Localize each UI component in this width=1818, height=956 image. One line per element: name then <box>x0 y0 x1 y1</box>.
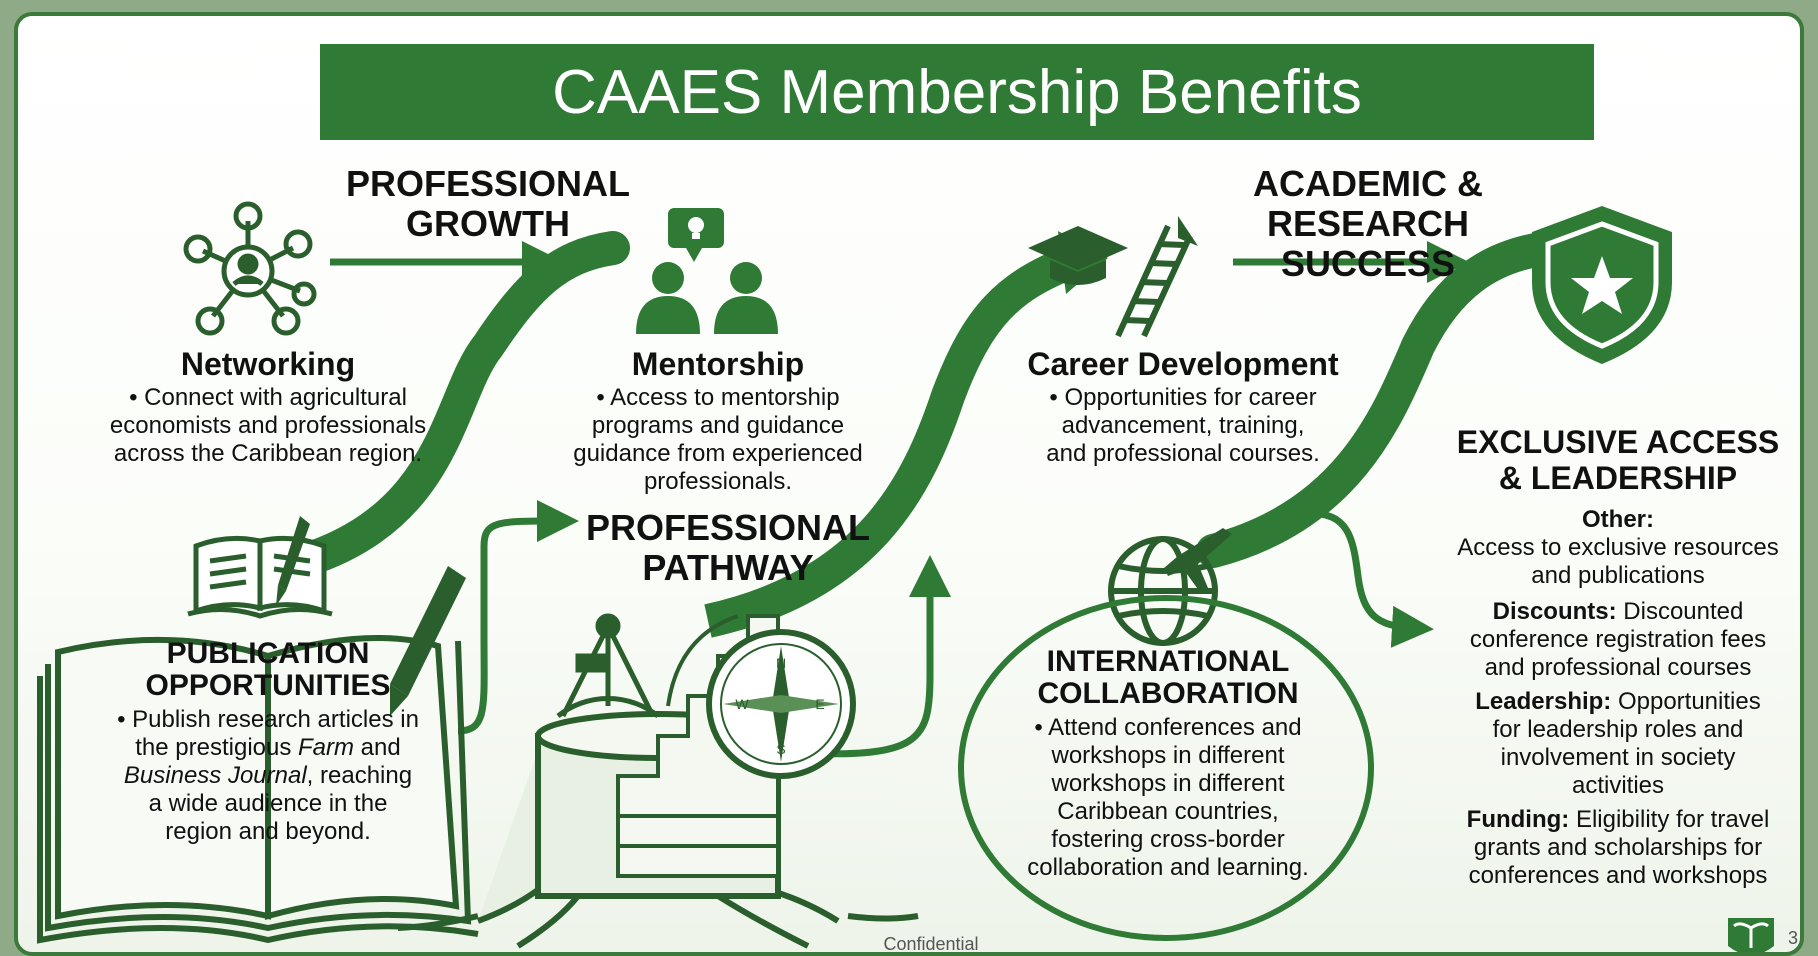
publication-text: • Publish research articles in the prest… <box>78 706 458 846</box>
publication-line-4: a wide audience in the <box>148 790 388 817</box>
slide-title: CAAES Membership Benefits <box>552 57 1362 127</box>
publication-line-1: • Publish research articles in <box>117 706 419 733</box>
section-professional-pathway: PROFESSIONAL PATHWAY <box>585 507 871 588</box>
publication-line-5: region and beyond. <box>165 818 371 845</box>
open-journal-icon <box>187 535 333 619</box>
journal-name-business: Business Journal <box>123 762 307 789</box>
funding-label: Funding: <box>1466 806 1570 833</box>
journal-name-farm: Farm <box>298 734 355 761</box>
funding-text: Eligibility for travel grants and schola… <box>1468 806 1770 889</box>
slide: N E S W CAAES Membership Benefits PROFES… <box>14 12 1804 956</box>
mentorship-heading: Mentorship <box>631 346 805 382</box>
arrow-globe-exclusive <box>1307 509 1434 648</box>
leadership-item: Leadership: Opportunities for leadership… <box>1428 688 1800 800</box>
leadership-label: Leadership: <box>1475 688 1612 715</box>
publication-line-3: Business Journal, reaching <box>78 762 458 790</box>
publication-line-3-post: , reaching <box>306 762 413 789</box>
access-swoosh <box>1196 231 1565 568</box>
career-heading: Career Development <box>1027 346 1339 382</box>
shield-star-icon <box>1532 206 1672 364</box>
exclusive-benefits: Other: Access to exclusive resources and… <box>1428 506 1800 890</box>
pen-icon <box>276 516 310 606</box>
compass-e: E <box>815 696 824 712</box>
compass-s: S <box>776 741 785 757</box>
publication-line-2: the prestigious Farm and <box>78 734 458 762</box>
discounts-text: Discounted conference registration fees … <box>1469 598 1767 681</box>
leadership-text: Opportunities for leadership roles and i… <box>1492 688 1761 799</box>
palm-logo-icon <box>1728 918 1774 952</box>
arrow-book-pathway <box>457 500 579 735</box>
graduation-ladder-icon <box>1028 216 1198 338</box>
international-text: • Attend conferences and workshops in di… <box>1027 714 1309 881</box>
funding-item: Funding: Eligibility for travel grants a… <box>1428 806 1800 890</box>
compass-icon <box>706 629 856 779</box>
mentorship-icon <box>636 208 778 334</box>
section-academic-research: ACADEMIC & RESEARCH SUCCESS <box>1253 163 1483 284</box>
compass-n: N <box>776 655 786 671</box>
big-book-illustration <box>37 635 479 944</box>
compass-w: W <box>735 696 749 712</box>
international-heading: INTERNATIONAL COLLABORATION <box>1037 645 1299 710</box>
publication-line-2-pre: the prestigious <box>135 734 299 761</box>
plane-icon <box>1164 528 1232 592</box>
career-text: • Opportunities for career advancement, … <box>1046 384 1320 467</box>
page-number: 3 <box>1788 928 1799 948</box>
collaboration-circle <box>958 595 1374 941</box>
network-icon <box>183 201 317 336</box>
sextant-icon <box>556 613 660 718</box>
mentorship-text: • Access to mentorship programs and guid… <box>573 384 863 495</box>
section-exclusive-access: EXCLUSIVE ACCESS & LEADERSHIP <box>1456 424 1780 496</box>
other-text: Access to exclusive resources and public… <box>1457 534 1779 589</box>
other-label: Other: <box>1582 506 1654 533</box>
discounts-item: Discounts: Discounted conference registr… <box>1428 598 1800 682</box>
discounts-label: Discounts: <box>1492 598 1617 625</box>
publication-line-2-post: and <box>354 734 401 761</box>
title-banner: CAAES Membership Benefits <box>320 44 1594 140</box>
confidential-label: Confidential <box>883 934 979 954</box>
networking-heading: Networking <box>180 346 356 382</box>
section-professional-growth: PROFESSIONAL GROWTH <box>345 163 631 244</box>
quill-pen-icon <box>390 566 466 716</box>
publication-heading: PUBLICATION OPPORTUNITIES <box>145 637 391 702</box>
illustration-layer: N E S W <box>37 201 1774 952</box>
pathway-swoosh <box>704 245 1080 638</box>
networking-text: • Connect with agricultural economists a… <box>109 384 427 467</box>
